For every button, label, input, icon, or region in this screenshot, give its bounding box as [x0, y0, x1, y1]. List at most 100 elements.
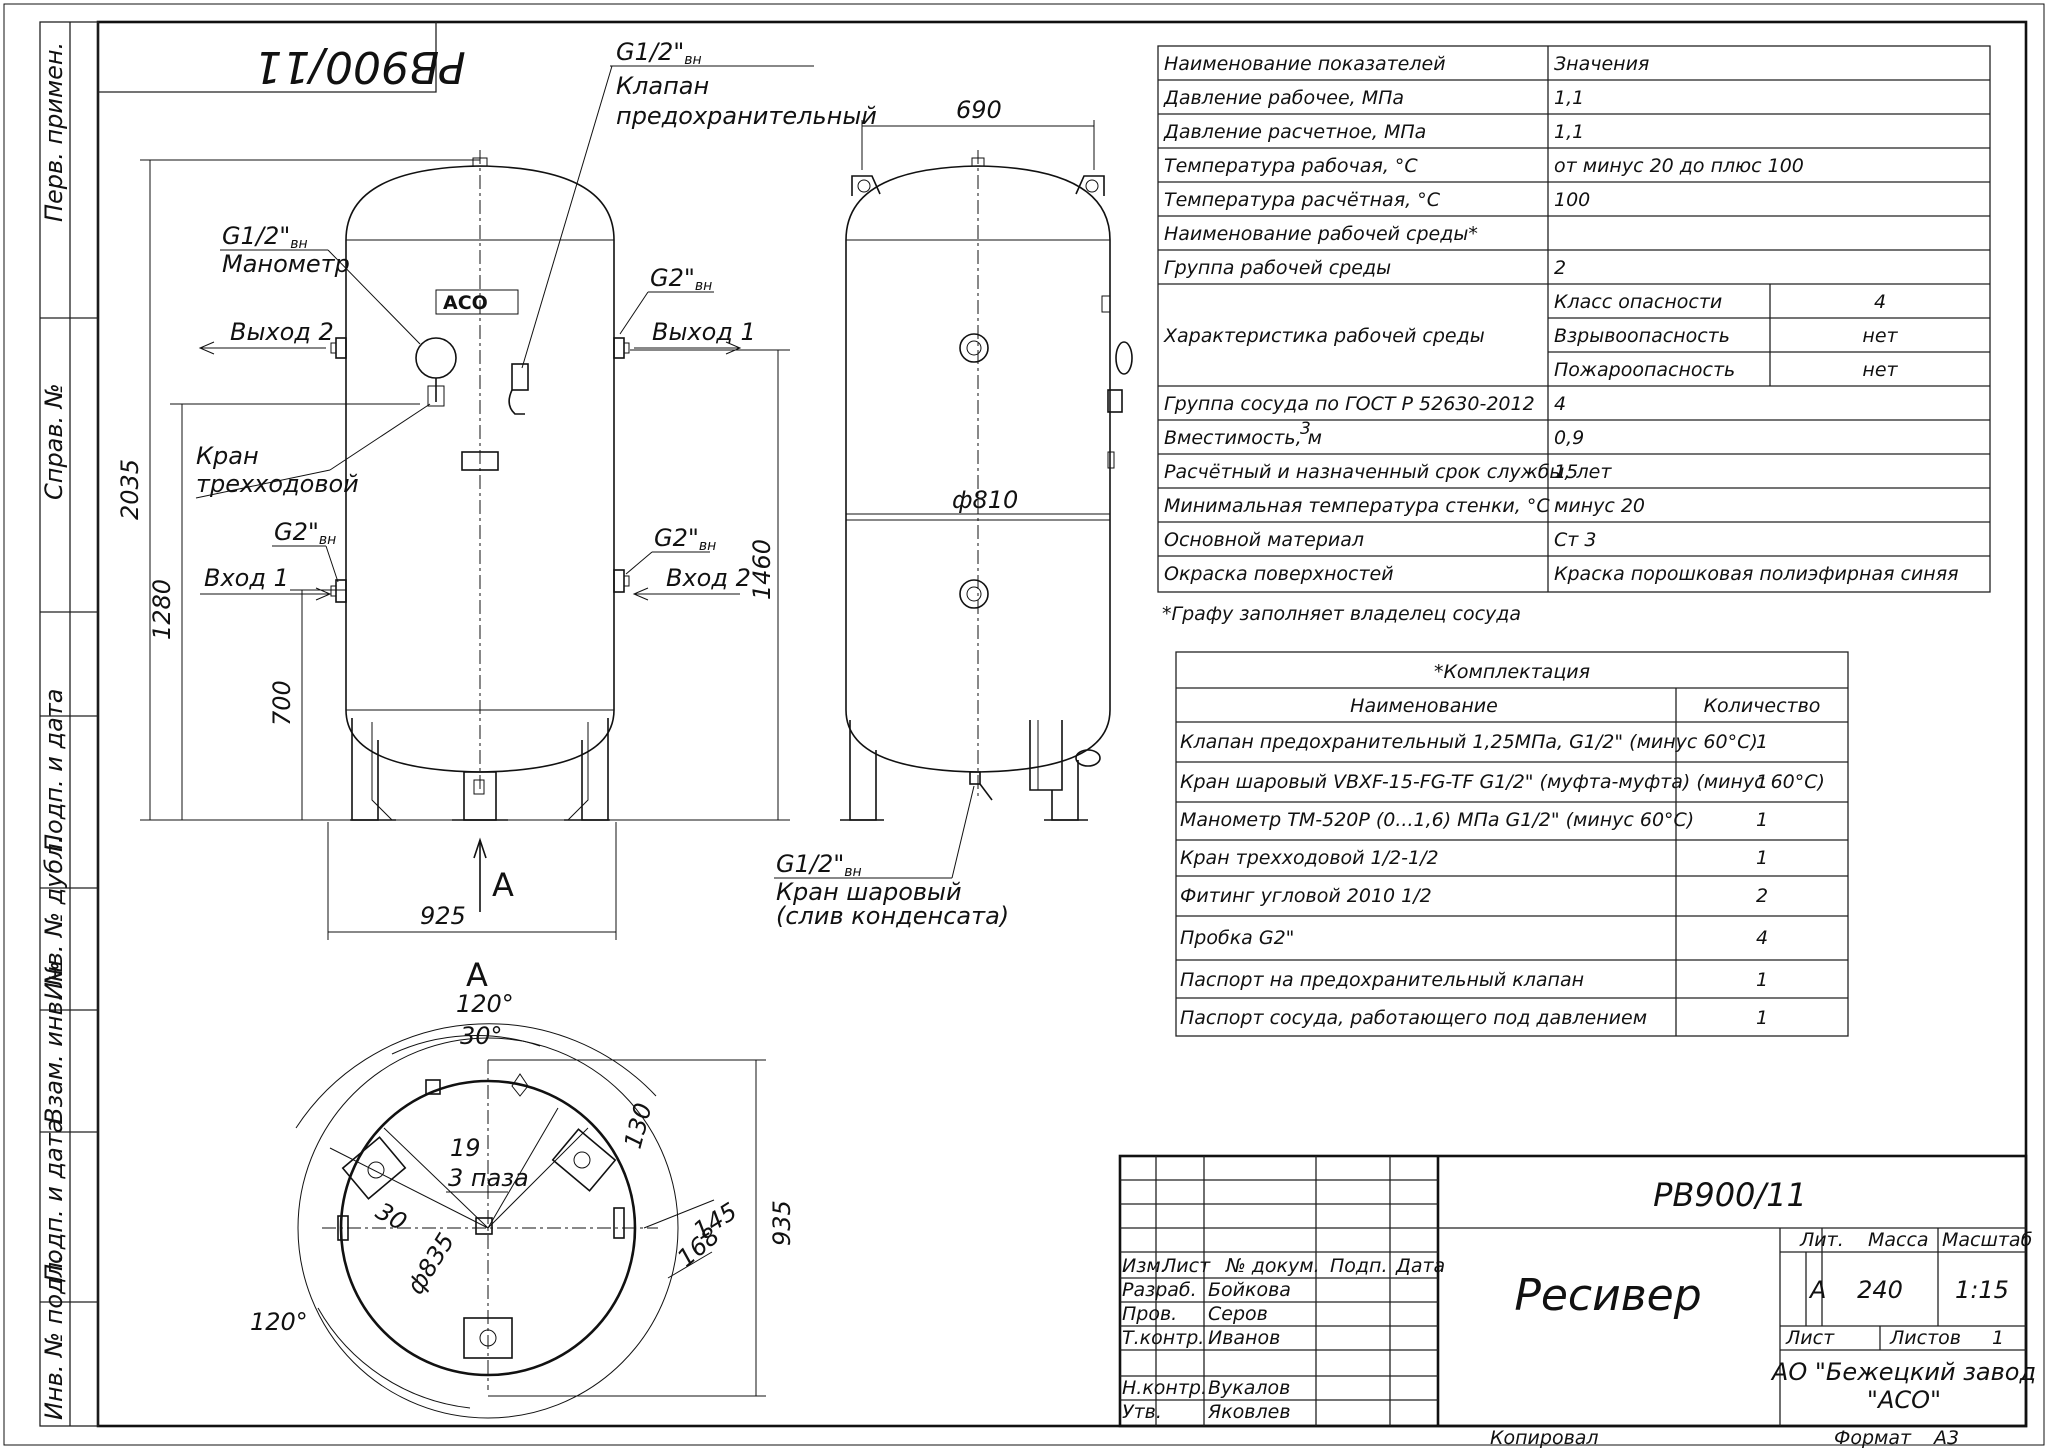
kit-row-name: Фитинг угловой 2010 1/2 [1180, 885, 1432, 907]
tb-format-label: Формат [1834, 1427, 1912, 1449]
spec-row-name: Наименование рабочей среды* [1164, 223, 1478, 245]
dim-height-1280: 1280 [148, 579, 176, 640]
tb-sheets-value: 1 [1992, 1327, 2004, 1349]
side-stamp-label-4: Инв. № дубл. [40, 836, 68, 1000]
kit-row-qty: 4 [1756, 927, 1768, 949]
dim-height-total: 2035 [116, 459, 144, 520]
tb-scale-label: Масштаб [1942, 1229, 2033, 1251]
spec-medium-char: Характеристика рабочей среды [1163, 325, 1485, 347]
tb-copied: Копировал [1490, 1427, 1599, 1449]
tb-role: Пров. [1122, 1303, 1177, 1325]
spec-medium-item: Пожароопасность [1554, 359, 1735, 381]
kit-row-qty: 1 [1756, 969, 1768, 991]
spec-row-value: от минус 20 до плюс 100 [1554, 155, 1804, 177]
logo-plate [435, 289, 519, 315]
specs-footnote: *Графу заполняет владелец сосуда [1162, 603, 1521, 625]
dim-130: 130 [619, 1100, 658, 1151]
kit-row-name: Кран трехходовой 1/2-1/2 [1180, 847, 1439, 869]
tb-sheets-label: Листов [1889, 1327, 1961, 1349]
spec-row-name: Группа сосуда по ГОСТ Р 52630-2012 [1164, 393, 1535, 415]
kit-row-name: Клапан предохранительный 1,25МПа, G1/2" … [1180, 731, 1758, 753]
tb-designation: PB900/11 [1653, 1176, 1807, 1214]
kit-header-name: Наименование [1350, 695, 1498, 717]
spec-medium-item: Взрывоопасность [1554, 325, 1730, 347]
tb-col-date: Дата [1395, 1255, 1445, 1277]
spec-volume-sup: 3 [1300, 419, 1311, 439]
spec-row-value: 15 [1554, 461, 1578, 483]
callout-ball-valve-1: Кран шаровый [776, 878, 962, 906]
callout-manometer: Манометр [222, 250, 350, 278]
spec-row-name: Температура расчётная, °С [1164, 189, 1441, 211]
callout-g2-bottom-right: G2"вн [654, 524, 716, 554]
kit-row-qty: 1 [1756, 1007, 1768, 1029]
tb-role: Разраб. [1122, 1279, 1197, 1301]
kit-row-name: Паспорт сосуда, работающего под давление… [1180, 1007, 1647, 1029]
designation-box-top: PB900/11 [98, 22, 466, 93]
spec-row-name: Температура рабочая, °С [1164, 155, 1418, 177]
callout-in2: Вход 2 [666, 564, 751, 592]
spec-row-name: Давление расчетное, МПа [1163, 121, 1426, 143]
tb-company-1: АО "Бежецкий завод [1770, 1358, 2036, 1386]
callout-in1: Вход 1 [204, 564, 289, 592]
spec-row-value: 1,1 [1554, 121, 1584, 143]
kit-row-name: Манометр ТМ-520Р (0...1,6) МПа G1/2" (ми… [1180, 809, 1694, 831]
view-a-arrow-label: А [492, 866, 514, 904]
spec-row-name: Вместимость, м [1164, 427, 1322, 449]
view-a-title: А [466, 956, 488, 994]
dim-angle-120-left: 120° [250, 1308, 308, 1336]
kit-row-name: Пробка G2" [1180, 927, 1294, 949]
tb-lit-label: Лит. [1799, 1229, 1844, 1251]
tb-person: Иванов [1208, 1327, 1280, 1349]
spec-row-name: Группа рабочей среды [1164, 257, 1391, 279]
dim-19: 19 [450, 1134, 481, 1162]
side-stamp-label-5: Взам. инв. № [40, 961, 68, 1124]
label-slots: 3 паза [448, 1164, 529, 1192]
dim-935: 935 [768, 1200, 796, 1246]
dim-width-925: 925 [420, 902, 466, 930]
tb-person: Серов [1208, 1303, 1268, 1325]
kit-row-qty: 2 [1756, 885, 1768, 907]
callout-safety-valve-2: предохранительный [616, 102, 877, 130]
callout-g2-bottom-left: G2"вн [274, 518, 336, 548]
logo-text: АСО [443, 292, 488, 314]
spec-row-value: 2 [1554, 257, 1566, 279]
title-block: Изм. Лист № докум. Подп. Дата Разраб. Бо… [1118, 1154, 2036, 1449]
spec-row-value: минус 20 [1554, 495, 1645, 517]
tb-role: Утв. [1122, 1401, 1162, 1423]
spec-row-name: Основной материал [1164, 529, 1364, 551]
kit-row-qty: 1 [1756, 771, 1768, 793]
kit-title: *Комплектация [1434, 661, 1590, 683]
side-stamp-label-3: Подп. и дата [40, 689, 68, 853]
specs-header-value: Значения [1554, 53, 1649, 75]
tb-sheet-label: Лист [1785, 1327, 1835, 1349]
tb-person: Вукалов [1208, 1377, 1290, 1399]
tb-product-name: Ресивер [1514, 1270, 1701, 1321]
inspection-hatch [461, 451, 499, 471]
spec-row-name: Окраска поверхностей [1164, 563, 1394, 585]
callout-safety-valve-thread: G1/2"вн [616, 38, 702, 68]
front-view-dimensions: 2035 1280 700 1460 925 А [116, 159, 790, 940]
dim-height-1460: 1460 [748, 539, 776, 600]
tb-role: Т.контр. [1122, 1327, 1204, 1349]
spec-medium-value: нет [1862, 325, 1898, 347]
callout-out1: Выход 1 [652, 318, 756, 346]
tb-scale-value: 1:15 [1955, 1276, 2009, 1304]
kit-header-qty: Количество [1704, 695, 1821, 717]
callout-g2-top-right: G2"вн [650, 264, 712, 294]
tb-format-value: А3 [1932, 1427, 1959, 1449]
callout-tap3-1: Кран [196, 442, 259, 470]
tb-lit-value: А [1808, 1276, 1826, 1304]
side-stamp-label-6: Подп. и дата [40, 1119, 68, 1283]
manometer-gauge [415, 337, 457, 379]
side-view-dimensions: 690 ф810 G1/2"вн Кран шаровый (слив конд… [774, 96, 1110, 930]
tb-col-doc: № докум. [1225, 1255, 1320, 1277]
side-stamp-label-7: Инв. № подл. [40, 1254, 68, 1420]
dim-angle-30: 30° [460, 1022, 503, 1050]
kit-row-name: Кран шаровый VBXF-15-FG-TF G1/2" (муфта-… [1180, 771, 1825, 793]
spec-row-value: 4 [1554, 393, 1566, 415]
spec-row-name: Расчётный и назначенный срок службы, лет [1164, 461, 1612, 483]
view-a: А 120° 30° 120° 19 3 паза [250, 956, 796, 1419]
callout-tap3-2: трехходовой [196, 470, 359, 498]
specs-table: Наименование показателей Значения Давлен… [1157, 45, 1991, 625]
